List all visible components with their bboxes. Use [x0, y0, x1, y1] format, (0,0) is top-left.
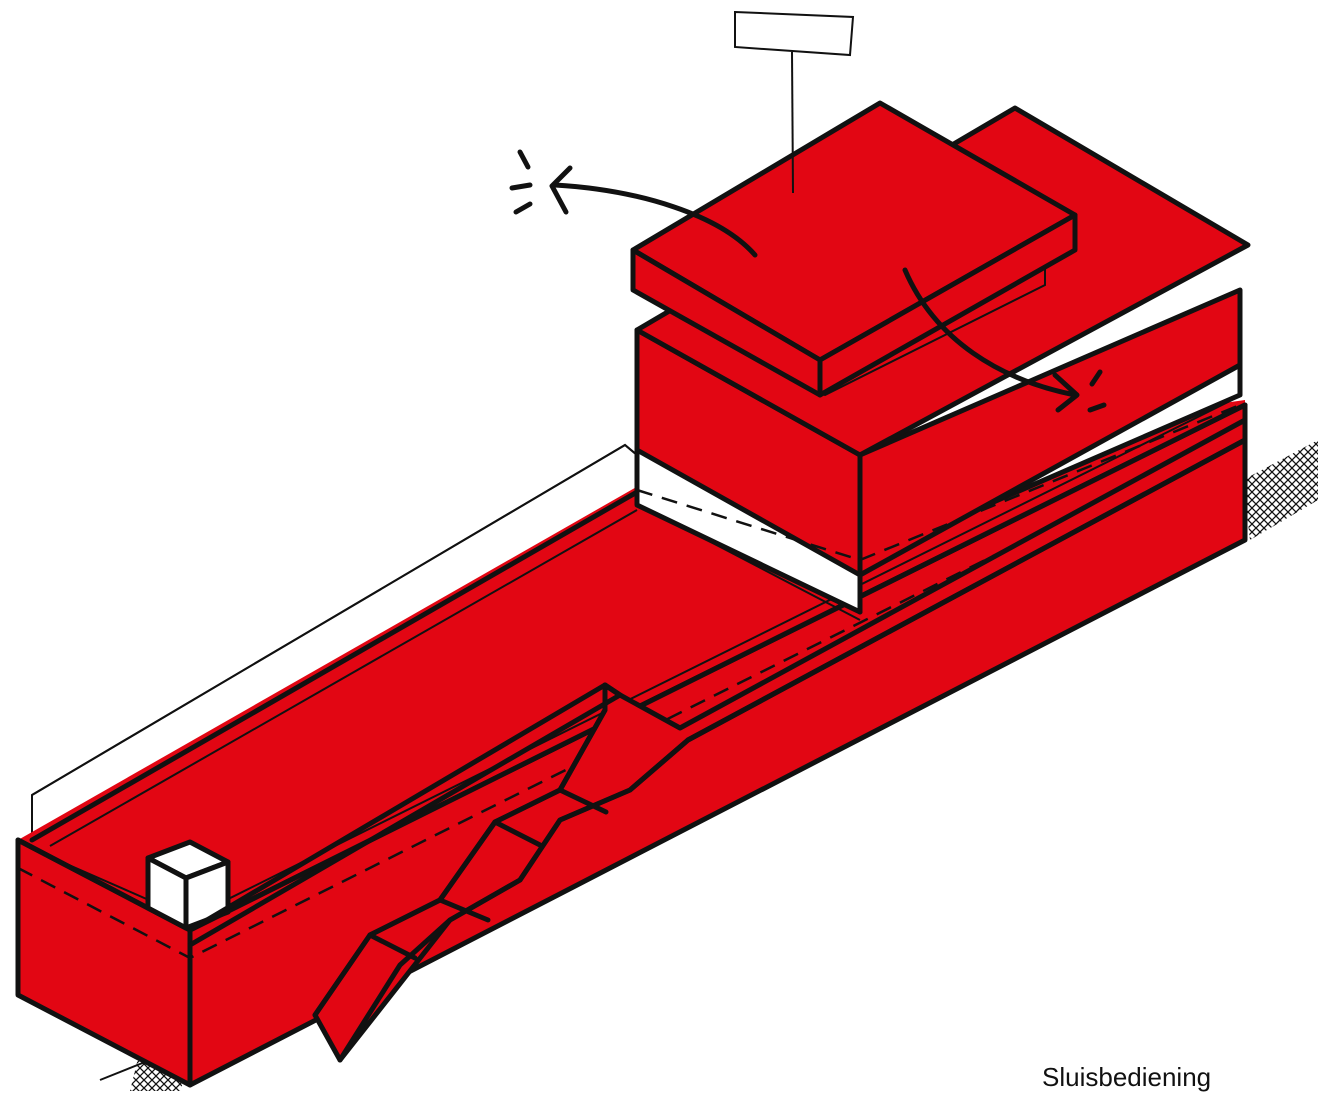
bollard-box — [145, 839, 231, 931]
rotating-roof — [630, 100, 1078, 398]
staircase — [187, 417, 1248, 1063]
ground-hatch-right — [1243, 440, 1318, 540]
signboard — [734, 10, 855, 194]
rotation-arrow-right — [902, 267, 1107, 413]
caption: Sluisbediening — [1042, 1062, 1212, 1092]
rotation-arrow-left — [509, 149, 758, 258]
